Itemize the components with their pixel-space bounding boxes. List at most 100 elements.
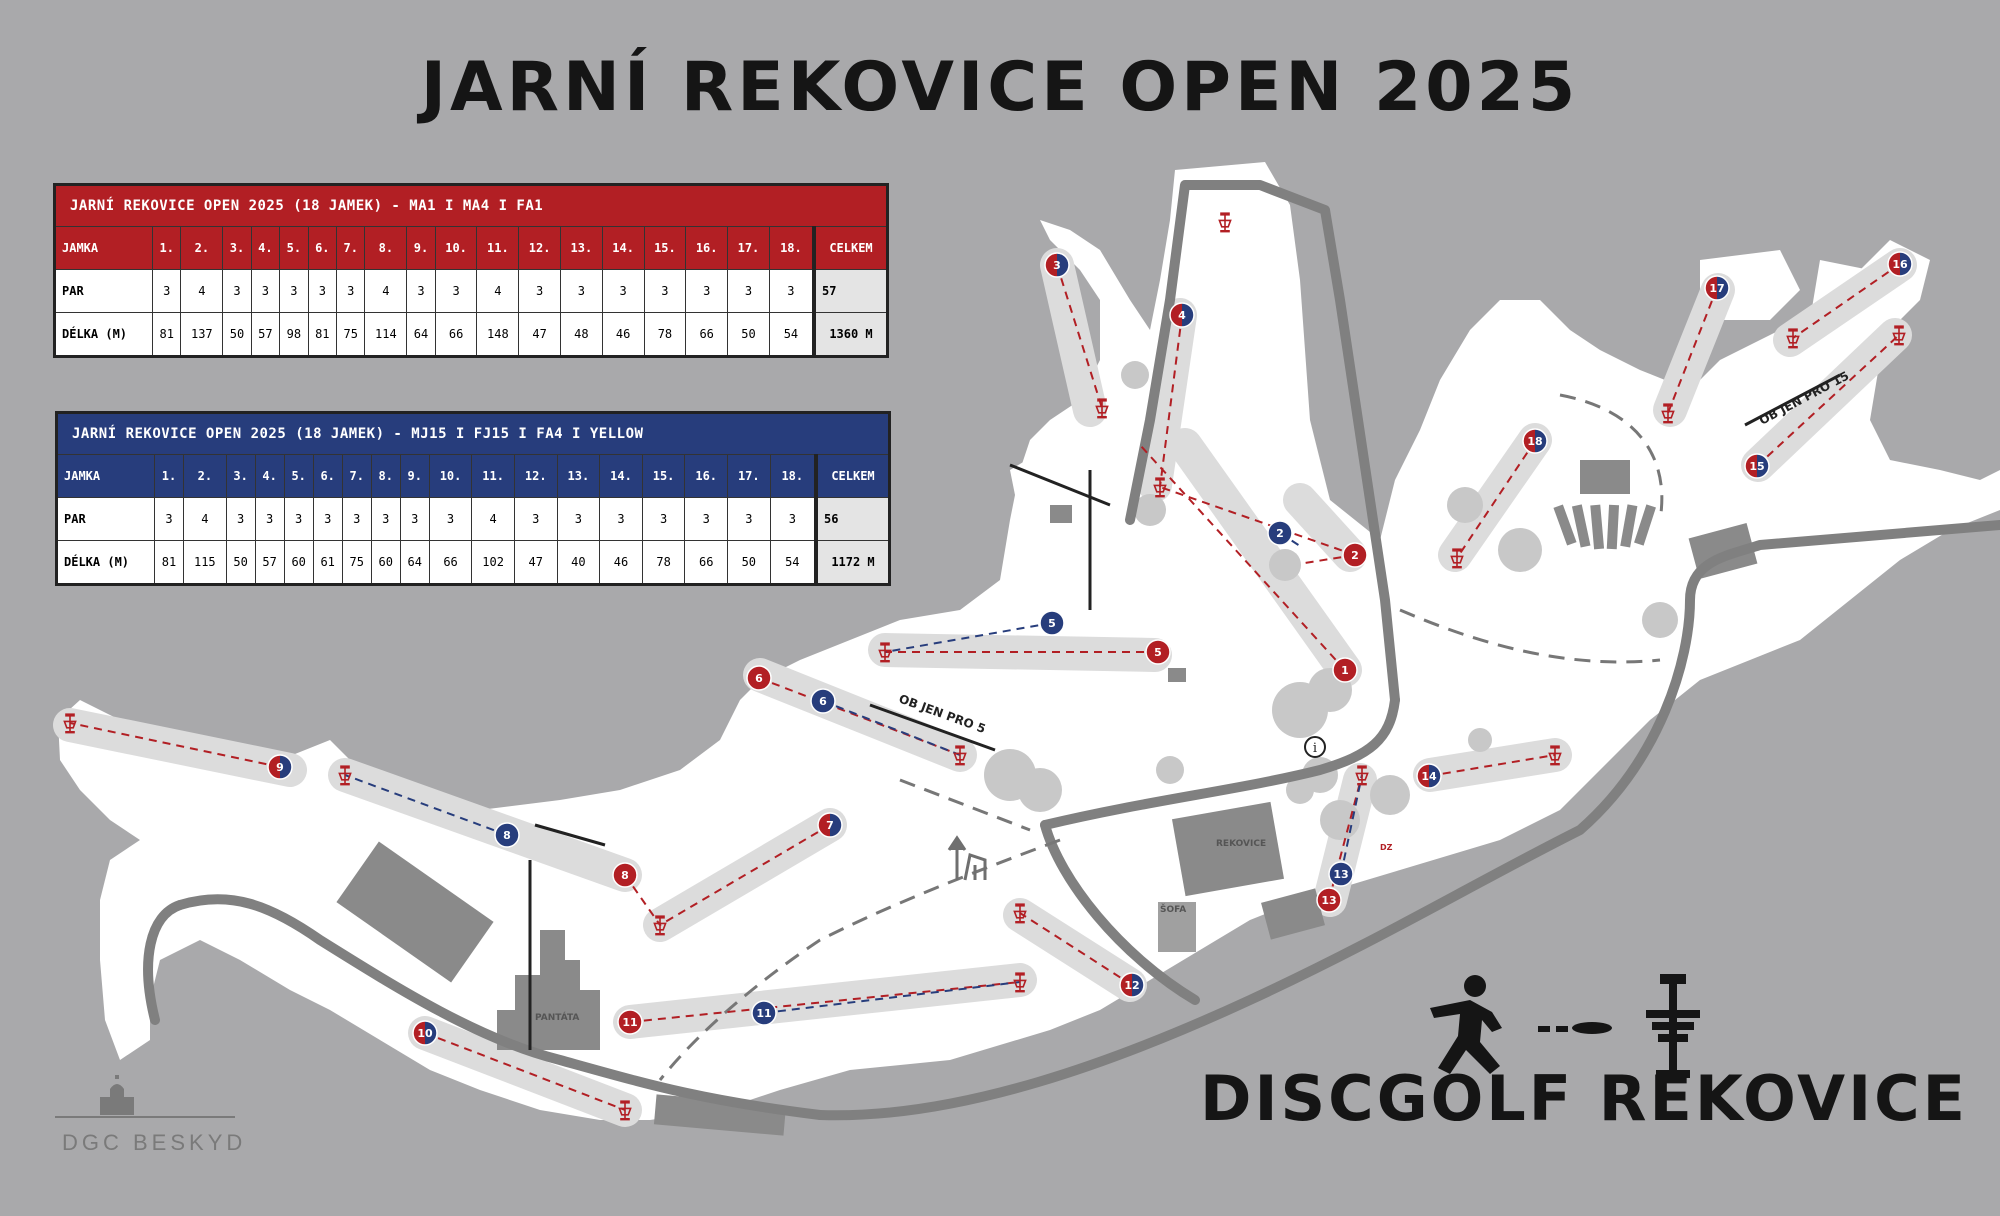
fairway-line xyxy=(1340,774,1363,875)
length-cell: 50 xyxy=(222,312,252,357)
tee-marker-14-split: 14 xyxy=(1416,763,1442,789)
tree-clusters xyxy=(984,361,1678,840)
tee-number: 8 xyxy=(503,829,511,842)
tee-marker-12-split: 12 xyxy=(1119,972,1145,998)
par-cell: 3 xyxy=(768,269,815,313)
fairway-line xyxy=(1304,554,1356,564)
par-cell: 3 xyxy=(250,269,281,313)
length-cell: 81 xyxy=(151,312,182,357)
hole-number-cell: 13. xyxy=(560,226,603,270)
fairway-line xyxy=(758,677,961,756)
total-header: CELKEM xyxy=(814,454,890,498)
par-cell: 3 xyxy=(685,269,729,313)
flying-disc-icon xyxy=(1538,1022,1612,1034)
tee-marker-2-blue: 2 xyxy=(1267,520,1293,546)
hole-number-cell: 10. xyxy=(434,226,478,270)
length-cell: 66 xyxy=(684,540,728,585)
direction-arrow-icon xyxy=(947,835,987,881)
length-cell: 98 xyxy=(279,312,309,357)
par-cell: 3 xyxy=(513,497,558,541)
hole-number-cell: 17. xyxy=(727,454,771,498)
fairway-line xyxy=(763,981,1021,1014)
tee-number: 8 xyxy=(621,869,629,882)
hole-number-cell: 2. xyxy=(180,226,224,270)
par-cell: 3 xyxy=(279,269,309,313)
tee-number: 12 xyxy=(1124,979,1139,992)
hole-number-cell: 1. xyxy=(151,226,182,270)
scorecard-blue-heading: JARNÍ REKOVICE OPEN 2025 (18 JAMEK) - MJ… xyxy=(56,412,890,455)
tee-marker-5-red: 5 xyxy=(1145,639,1171,665)
length-cell: 60 xyxy=(283,540,314,585)
par-cell: 3 xyxy=(434,269,478,313)
tee-marker-4-split: 4 xyxy=(1169,302,1195,328)
tee-number: 5 xyxy=(1154,646,1162,659)
length-cell: 81 xyxy=(153,540,185,585)
disc-golfer-icon xyxy=(1430,975,1502,1074)
svg-text:i: i xyxy=(1313,741,1317,756)
par-cell: 3 xyxy=(643,269,687,313)
fairway-line xyxy=(884,622,1053,653)
hole-number-cell: 18. xyxy=(768,226,815,270)
hole-row-label: JAMKA xyxy=(54,226,153,270)
length-cell: 78 xyxy=(641,540,686,585)
par-cell: 3 xyxy=(312,497,343,541)
tee-number: 4 xyxy=(1178,309,1186,322)
par-cell: 3 xyxy=(307,269,338,313)
par-cell: 3 xyxy=(254,497,285,541)
length-cell: 47 xyxy=(518,312,561,357)
par-cell: 3 xyxy=(399,497,430,541)
par-cell: 3 xyxy=(560,269,603,313)
scorecard-red: JARNÍ REKOVICE OPEN 2025 (18 JAMEK) - MA… xyxy=(53,183,889,358)
hole-number-cell: 16. xyxy=(685,226,729,270)
paths xyxy=(658,393,1664,1081)
tee-number: 1 xyxy=(1341,664,1349,677)
amphitheater-seats xyxy=(1553,504,1656,550)
tee-marker-5-blue: 5 xyxy=(1039,610,1065,636)
tee-number: 10 xyxy=(417,1027,433,1040)
hole-number-cell: 7. xyxy=(336,226,366,270)
tee-marker-13-red: 13 xyxy=(1316,887,1342,913)
par-cell: 4 xyxy=(180,269,224,313)
par-cell: 3 xyxy=(727,269,770,313)
hole-number-cell: 16. xyxy=(684,454,728,498)
hole-number-cell: 5. xyxy=(279,226,309,270)
length-cell: 61 xyxy=(312,540,343,585)
tee-number: 2 xyxy=(1351,549,1359,562)
fairway-line xyxy=(1428,754,1556,777)
fairway-line xyxy=(1456,440,1536,559)
length-total-cell: 1360 M xyxy=(812,312,888,357)
tee-marker-11-red: 11 xyxy=(617,1009,643,1035)
length-cell: 148 xyxy=(476,312,520,357)
par-cell: 3 xyxy=(769,497,817,541)
par-cell: 3 xyxy=(684,497,728,541)
par-cell: 3 xyxy=(225,497,256,541)
church-icon xyxy=(55,1075,235,1118)
tee-marker-3-split: 3 xyxy=(1044,252,1070,278)
tee-marker-11-blue: 11 xyxy=(751,1000,777,1026)
par-cell: 4 xyxy=(471,497,515,541)
tee-number: 9 xyxy=(276,761,284,774)
tee-marker-6-red: 6 xyxy=(746,665,772,691)
length-cell: 66 xyxy=(685,312,729,357)
length-cell: 46 xyxy=(601,312,645,357)
logo-graphic xyxy=(1430,974,1700,1080)
fairway-line xyxy=(424,1032,626,1111)
tee-number: 17 xyxy=(1709,282,1724,295)
drop-zone-label: DZ xyxy=(1380,843,1393,852)
hole-number-cell: 10. xyxy=(428,454,473,498)
length-cell: 57 xyxy=(250,312,281,357)
length-cell: 114 xyxy=(364,312,408,357)
length-cell: 54 xyxy=(769,540,817,585)
tee-number: 18 xyxy=(1527,435,1542,448)
tee-marker-15-split: 15 xyxy=(1744,453,1770,479)
hole-number-cell: 12. xyxy=(518,226,561,270)
fairway-line xyxy=(629,981,1021,1023)
scorecard-red-heading: JARNÍ REKOVICE OPEN 2025 (18 JAMEK) - MA… xyxy=(54,184,888,227)
tee-number: 16 xyxy=(1892,258,1908,271)
tee-marker-17-split: 17 xyxy=(1704,275,1730,301)
hole-number-cell: 18. xyxy=(769,454,817,498)
tee-marker-10-split: 10 xyxy=(412,1020,438,1046)
par-cell: 3 xyxy=(601,269,645,313)
par-cell: 3 xyxy=(599,497,643,541)
tee-marker-9-split: 9 xyxy=(267,754,293,780)
